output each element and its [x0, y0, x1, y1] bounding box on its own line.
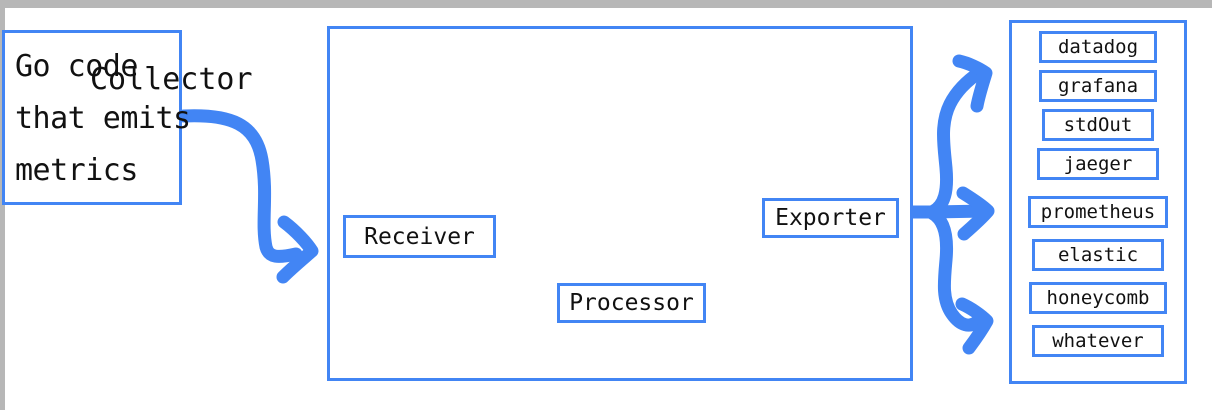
source-line-3: metrics: [15, 153, 138, 188]
source-box: Go code that emits metrics: [2, 30, 191, 205]
arrow-fanout-upper: [925, 65, 987, 219]
page-chrome-left-edge: [0, 0, 5, 410]
arrow-fanout-middle-head: [956, 186, 995, 241]
arrow-source-to-receiver: [177, 109, 303, 263]
destination-elastic: elastic: [1032, 239, 1164, 271]
processor-box: Processor: [557, 283, 706, 323]
destination-datadog: datadog: [1039, 31, 1157, 63]
arrow-fanout-lower: [925, 206, 988, 332]
arrow-fanout-middle: [925, 204, 993, 219]
destination-stdout: stdOut: [1042, 109, 1154, 141]
destination-jaeger: jaeger: [1037, 148, 1159, 180]
source-line-1: Go code: [15, 49, 138, 84]
destination-honeycomb: honeycomb: [1029, 282, 1167, 314]
destinations-box: datadog grafana stdOut jaeger prometheus…: [1009, 20, 1187, 384]
destination-whatever: whatever: [1032, 325, 1164, 357]
source-line-2: that emits: [15, 101, 191, 136]
arrow-source-to-receiver-head: [276, 215, 319, 284]
collector-title: Collector: [90, 62, 253, 97]
arrow-fanout-upper-head: [952, 54, 993, 113]
exporter-box: Exporter: [762, 198, 899, 238]
destination-grafana: grafana: [1039, 70, 1157, 102]
destination-prometheus: prometheus: [1028, 196, 1168, 228]
page-chrome-top-edge: [0, 0, 1212, 8]
arrow-fanout-lower-head: [955, 297, 994, 355]
receiver-box: Receiver: [343, 215, 496, 258]
